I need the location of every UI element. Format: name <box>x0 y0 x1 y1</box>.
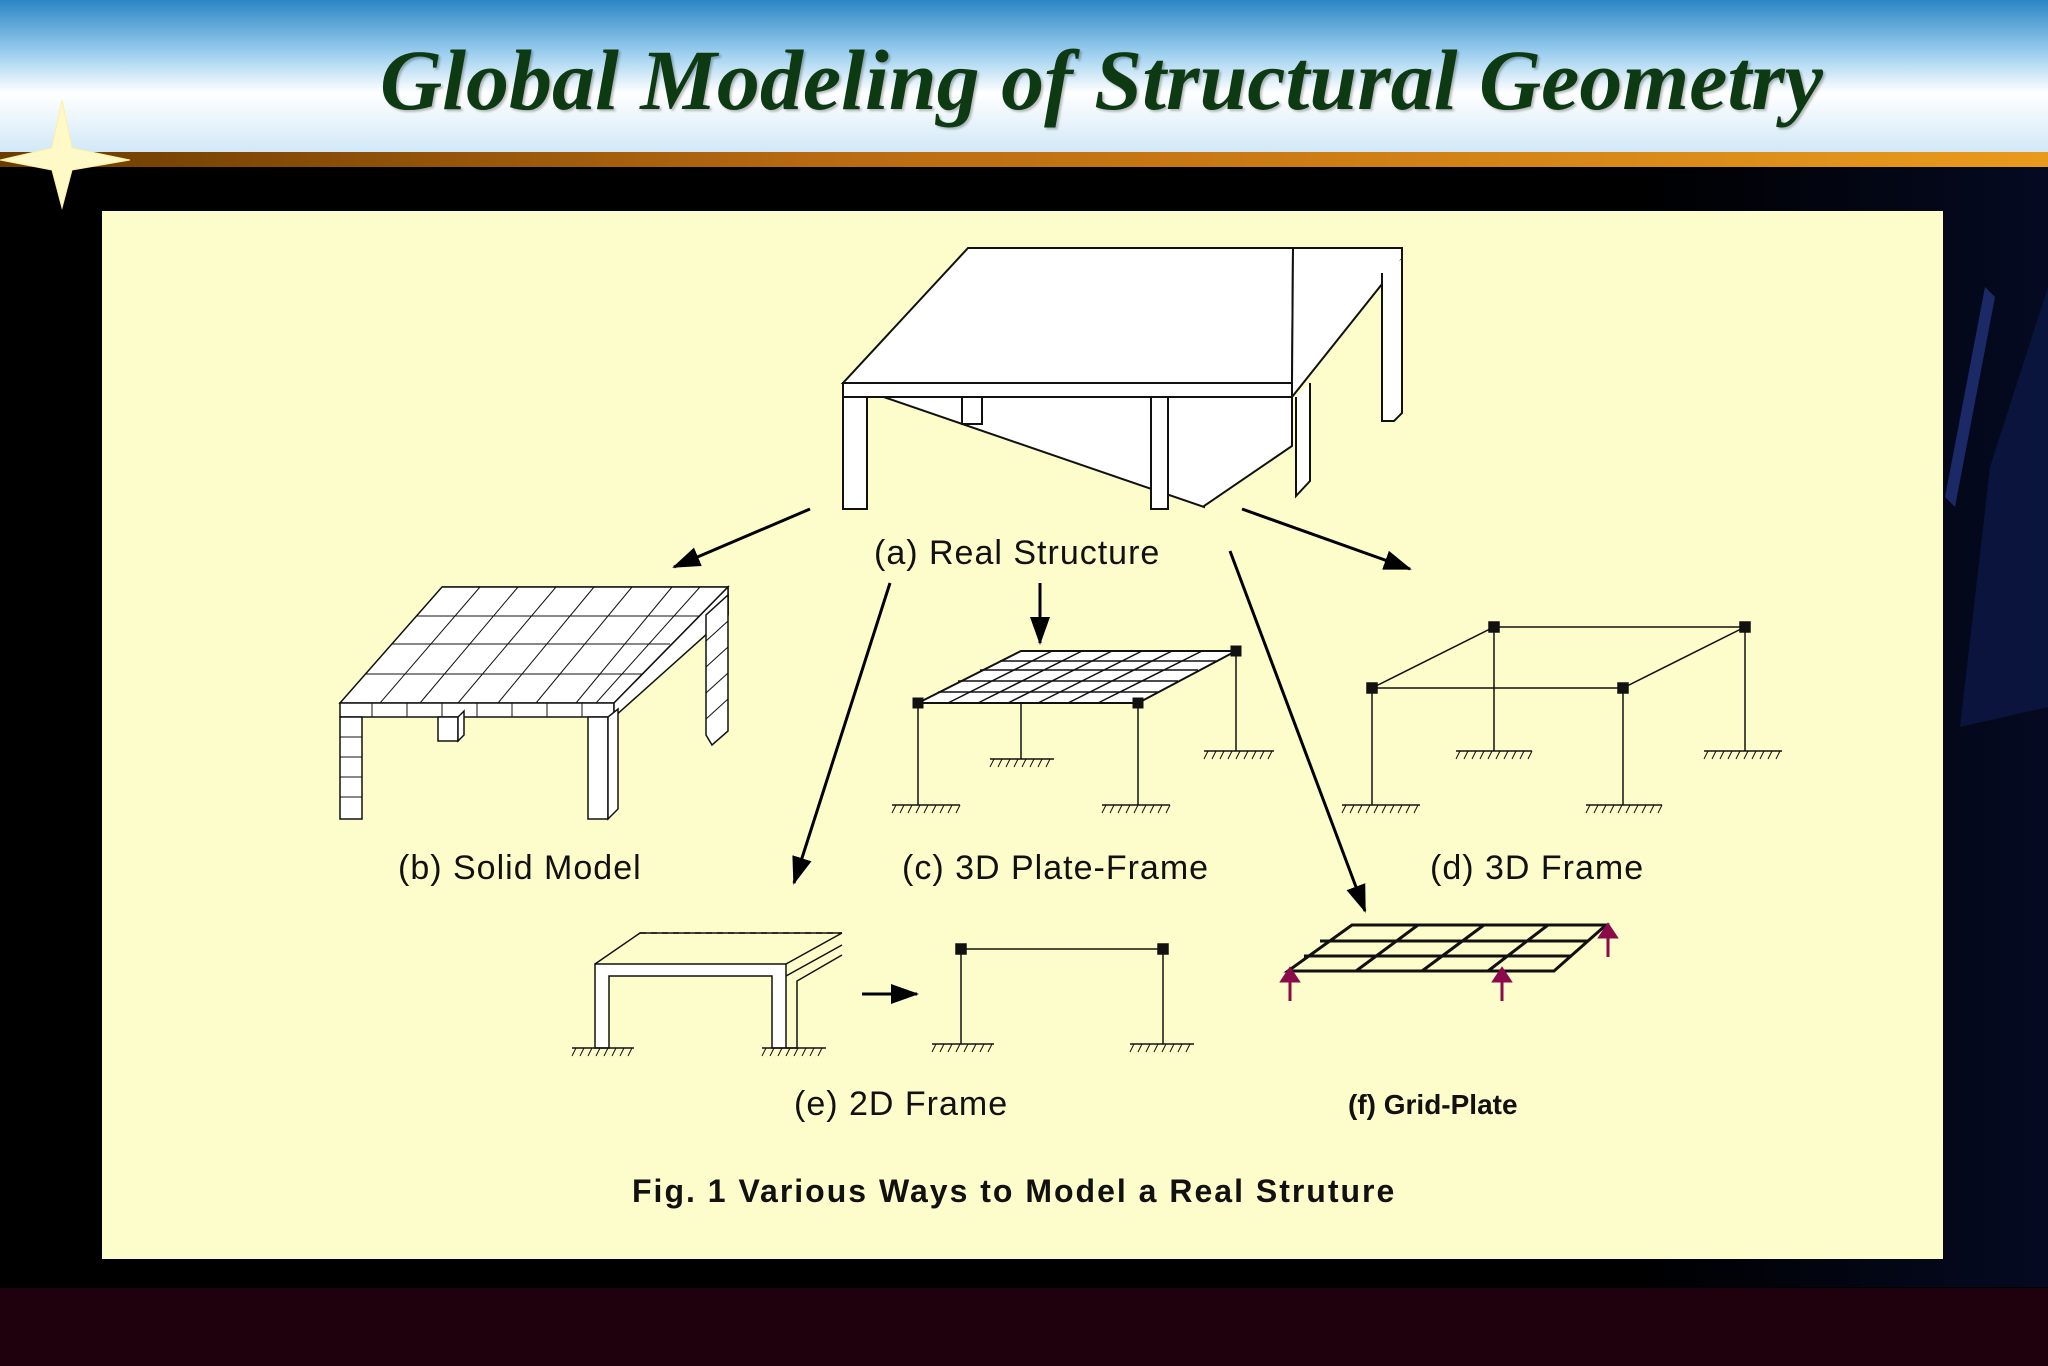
caption-solid-model: (b) Solid Model <box>398 849 642 887</box>
arrow-to-solid-model <box>672 507 811 569</box>
real-structure-drawing <box>840 247 1403 510</box>
arrow-to-3d-frame <box>1241 507 1412 571</box>
star-icon <box>0 100 131 210</box>
3d-frame-drawing <box>1341 621 1782 814</box>
header-divider <box>0 152 2048 167</box>
caption-real-structure: (a) Real Structure <box>874 534 1161 572</box>
slide-footer <box>0 1288 2048 1366</box>
figure-caption: Fig. 1 Various Ways to Model a Real Stru… <box>632 1173 1397 1209</box>
caption-plate-frame: (c) 3D Plate-Frame <box>902 849 1210 887</box>
arrow-to-2d-frame <box>792 582 892 885</box>
slide-header <box>0 0 2048 155</box>
support-arrow-icons <box>1279 922 1619 1001</box>
caption-2d-frame: (e) 2D Frame <box>794 1085 1009 1123</box>
solid-model-drawing <box>338 585 730 821</box>
slide-title: Global Modeling of Structural Geometry <box>380 32 1823 128</box>
arrow-to-grid-plate <box>1228 550 1367 913</box>
figure-drawing <box>338 247 1782 1057</box>
plate-frame-drawing <box>891 645 1274 814</box>
caption-grid-plate: (f) Grid-Plate <box>1348 1089 1518 1120</box>
caption-3d-frame: (d) 3D Frame <box>1430 849 1645 887</box>
2d-frame-drawing <box>571 932 1194 1057</box>
figure-panel: (a) Real Structure (b) Solid Model (c) 3… <box>102 211 1943 1259</box>
grid-plate-drawing <box>1283 923 1610 973</box>
